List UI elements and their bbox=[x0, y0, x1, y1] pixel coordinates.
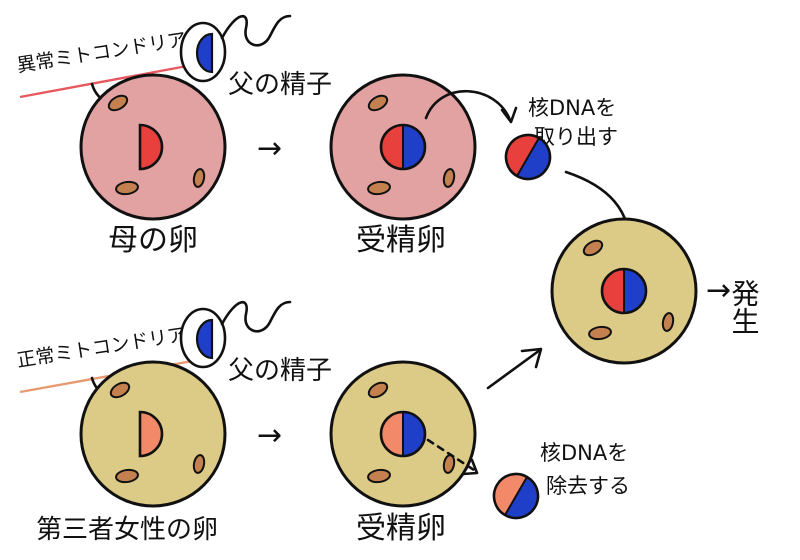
sperm-nucleus bbox=[195, 32, 214, 74]
abnormal-mito-underline bbox=[19, 62, 199, 99]
remove-label-line2: 除去する bbox=[546, 474, 630, 498]
fertilized-egg-label-top: 受精卵 bbox=[356, 223, 446, 258]
mitochondria-icon bbox=[107, 94, 129, 112]
father-sperm-label-top: 父の精子 bbox=[228, 70, 332, 100]
fertilized-egg-label-bottom: 受精卵 bbox=[356, 511, 446, 546]
mitochondria-icon bbox=[582, 239, 604, 257]
mother-egg-nucleus bbox=[138, 123, 164, 171]
third-party-egg-nucleus bbox=[138, 410, 164, 458]
mitochondria-icon bbox=[115, 468, 139, 484]
result-embryo bbox=[550, 217, 698, 365]
extracted-nucleus-top bbox=[504, 133, 552, 181]
sperm-nucleus bbox=[195, 318, 214, 360]
mitochondria-icon bbox=[367, 94, 389, 112]
extract-label-line1: 核DNAを bbox=[528, 96, 616, 120]
extract-arrowhead bbox=[500, 106, 518, 124]
father-sperm-bottom bbox=[179, 300, 292, 369]
fertilized-egg-top bbox=[329, 73, 477, 221]
removed-nucleus bbox=[492, 472, 540, 520]
mitochondria-icon bbox=[115, 180, 139, 196]
sperm-tail bbox=[220, 14, 292, 47]
father-sperm-label-bottom: 父の精子 bbox=[228, 356, 332, 386]
third-party-egg bbox=[79, 360, 227, 508]
mitochondria-icon bbox=[588, 325, 612, 341]
arrow-icon: → bbox=[257, 131, 282, 166]
mitochondria-icon bbox=[442, 168, 456, 188]
remove-arrow bbox=[426, 438, 476, 472]
mitochondria-icon bbox=[367, 180, 391, 196]
sperm-tail bbox=[220, 300, 292, 333]
extract-arrow bbox=[424, 89, 512, 122]
remove-label-line1: 核DNAを bbox=[540, 441, 628, 465]
mitochondria-icon bbox=[367, 381, 389, 399]
arrow-icon: → bbox=[706, 273, 731, 308]
father-sperm-top bbox=[179, 14, 292, 83]
result-arrow bbox=[486, 348, 542, 390]
mother-egg-label: 母の卵 bbox=[108, 223, 198, 258]
mitochondria-icon bbox=[192, 168, 206, 188]
remove-arrowhead bbox=[461, 458, 479, 476]
fertilized-egg-bottom bbox=[329, 360, 477, 508]
extract-label-line2: 取り出す bbox=[534, 125, 618, 149]
mitochondria-icon bbox=[192, 454, 206, 474]
mitochondria-icon bbox=[367, 468, 391, 484]
mitochondria-icon bbox=[661, 312, 675, 332]
mother-egg bbox=[79, 73, 227, 221]
arrow-icon: → bbox=[257, 418, 282, 453]
third-party-egg-label: 第三者女性の卵 bbox=[36, 515, 218, 545]
development-label: 発生 bbox=[728, 279, 761, 335]
result-arrowhead bbox=[520, 347, 543, 369]
mitochondria-icon bbox=[109, 381, 131, 399]
